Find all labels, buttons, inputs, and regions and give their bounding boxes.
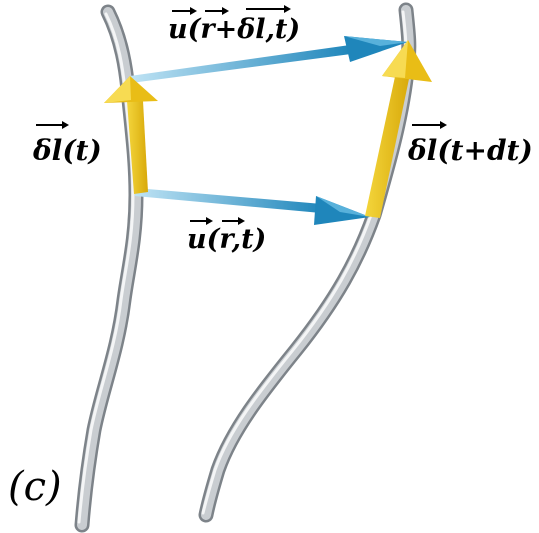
label-u-r-t: u(r,t) — [187, 217, 266, 255]
label-delta-l-t-dt: δl(t+dt) — [407, 121, 533, 167]
element-left-label: δl(t) — [32, 134, 102, 167]
element-right-label: δl(t+dt) — [407, 134, 533, 167]
velocity-arrow-bottom — [135, 188, 370, 225]
velocity-top-label: u(r+δl,t) — [168, 14, 300, 45]
label-u-r-plus-dl: u(r+δl,t) — [168, 5, 300, 45]
element-arrow-left — [104, 76, 158, 194]
element-arrow-right — [365, 40, 432, 218]
panel-label: (c) — [8, 464, 62, 510]
velocity-bottom-label: u(r,t) — [187, 224, 266, 255]
label-delta-l-t: δl(t) — [32, 121, 102, 167]
velocity-arrow-top — [130, 36, 408, 83]
right-filament — [198, 2, 417, 523]
